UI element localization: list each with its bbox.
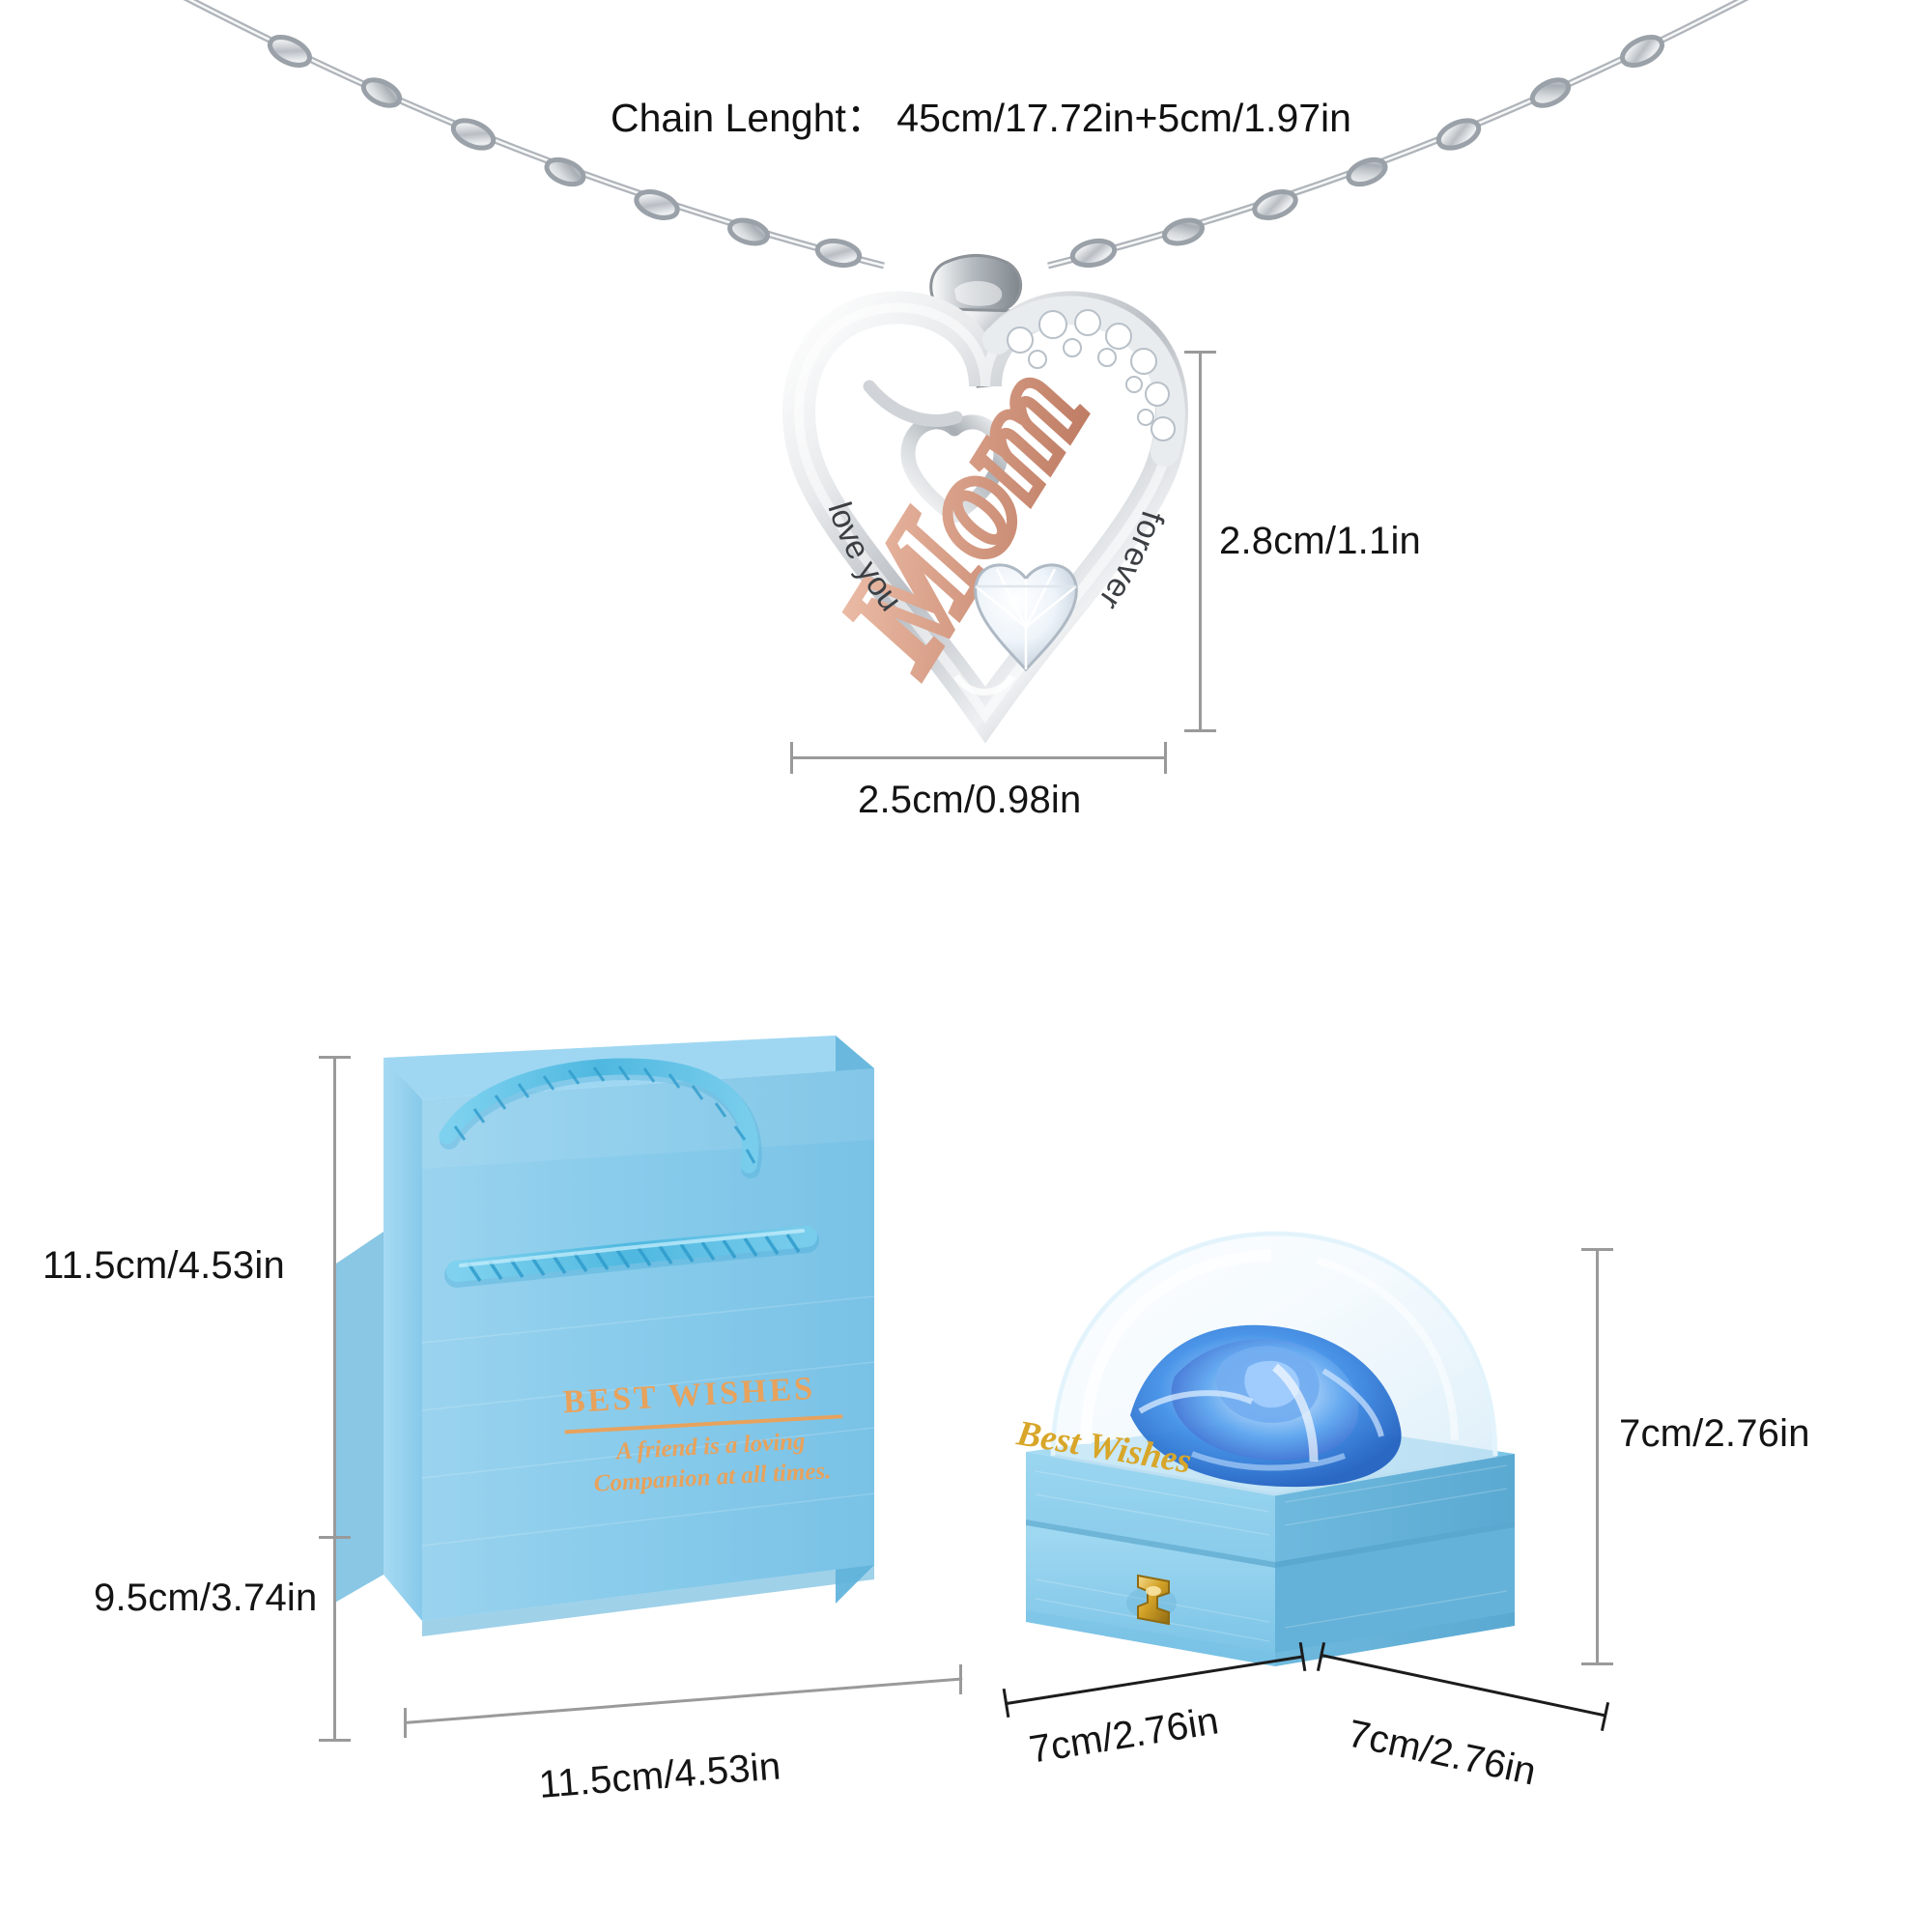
pendant-width-cap-right — [1164, 742, 1167, 774]
necklace-svg: Mom love you forever — [183, 0, 1749, 744]
bag-depth-cap-bottom — [319, 1739, 351, 1742]
bag-height-rule — [333, 1056, 336, 1539]
pendant-height-cap-top — [1184, 351, 1216, 354]
bag-height-label: 11.5cm/4.53in — [43, 1244, 285, 1287]
box-height-cap-bottom — [1581, 1662, 1613, 1665]
bag-handle-back — [439, 1058, 762, 1179]
bag-left-gusset — [384, 1058, 422, 1621]
gift-bag-svg — [333, 1036, 875, 1636]
preserved-rose — [1130, 1324, 1402, 1488]
pendant-width-cap-left — [790, 742, 793, 774]
bag-handle-front — [444, 1226, 819, 1288]
bag-height-cap-top — [319, 1056, 351, 1059]
drawer-gap-top — [1026, 1520, 1275, 1568]
rose-box-svg — [1026, 1231, 1515, 1666]
bag-front-panel — [422, 1068, 874, 1621]
box-height-label: 7cm/2.76in — [1619, 1412, 1810, 1455]
box-height-cap-top — [1581, 1248, 1613, 1251]
bag-width-cap-left — [404, 1708, 407, 1738]
drawer-knob — [1126, 1574, 1177, 1626]
heart-gemstone — [974, 563, 1078, 672]
cz-pave-stones — [1007, 309, 1176, 441]
pendant-height-label: 2.8cm/1.1in — [1219, 520, 1421, 562]
box-height-rule — [1596, 1248, 1599, 1665]
pendant-width-rule — [790, 756, 1167, 759]
box-depth-cap-right — [1600, 1702, 1610, 1731]
box-texture — [1035, 1464, 1508, 1642]
bag-print-block: BEST WISHES A friend is a loving Compani… — [562, 1369, 858, 1500]
acrylic-dome — [1050, 1231, 1498, 1496]
pendant-height-cap-bottom — [1184, 729, 1216, 732]
bag-depth-label: 9.5cm/3.74in — [94, 1577, 318, 1619]
bag-bottom-edge — [422, 1565, 874, 1636]
bag-height-cap-bottom — [319, 1536, 351, 1539]
bag-texture — [421, 1295, 875, 1547]
chain-length-label: Chain Lenght： 45cm/17.72in+5cm/1.97in — [611, 96, 1351, 140]
chain-links — [268, 35, 1664, 269]
rose-box-illustration: Best Wishes — [985, 1212, 1546, 1753]
bag-depth-rule — [333, 1538, 336, 1741]
pendant-height-rule — [1199, 351, 1202, 732]
necklace-illustration: Mom love you forever — [0, 0, 1932, 869]
pendant-width-label: 2.5cm/0.98in — [858, 779, 1082, 821]
heart-pendant: Mom love you forever — [782, 291, 1188, 744]
bag-width-cap-right — [959, 1664, 962, 1694]
bag-gusset-fold — [333, 1232, 384, 1604]
gift-bag-illustration: BEST WISHES A friend is a loving Compani… — [333, 1024, 1009, 1787]
